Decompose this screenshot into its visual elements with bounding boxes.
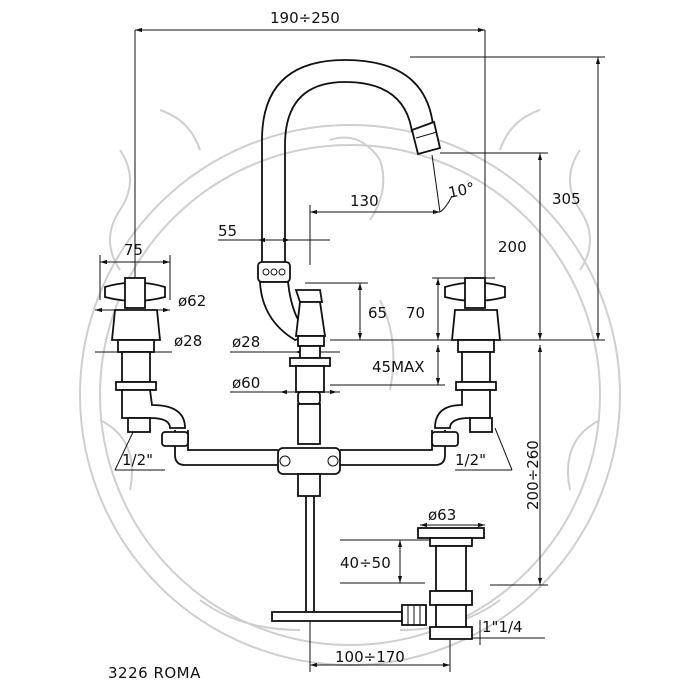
dim-diameter-28-left: ø28 (174, 332, 202, 350)
dimension-labels: 190÷250 75 55 130 10° 305 200 70 65 ø62 … (122, 9, 581, 666)
dim-diameter-62: ø62 (178, 292, 206, 310)
spout (261, 59, 442, 262)
dim-diameter-28-center: ø28 (232, 333, 260, 351)
center-body (257, 261, 341, 497)
model-title: 3226 ROMA (108, 664, 201, 682)
dimension-lines (95, 27, 605, 672)
dim-200-260: 200÷260 (524, 440, 542, 510)
dim-diameter-60: ø60 (232, 374, 260, 392)
dim-40-50: 40÷50 (340, 554, 391, 572)
dim-55: 55 (218, 222, 237, 240)
dim-45-max: 45MAX (372, 358, 425, 376)
dim-305: 305 (552, 190, 581, 208)
dim-65: 65 (368, 304, 387, 322)
connecting-pipes (161, 430, 459, 466)
dim-75: 75 (124, 241, 143, 259)
dim-190-250: 190÷250 (270, 9, 340, 27)
dim-half-inch-right: 1/2" (455, 451, 486, 469)
dim-130: 130 (350, 192, 379, 210)
pop-up-drain (401, 527, 485, 640)
dim-100-170: 100÷170 (335, 648, 405, 666)
left-handle (104, 277, 186, 433)
dim-diameter-63: ø63 (428, 506, 456, 524)
dim-half-inch-left: 1/2" (122, 451, 153, 469)
dim-1-1-4-inch: 1"1/4 (482, 618, 523, 636)
dim-10-degree: 10° (447, 179, 477, 202)
right-handle (434, 277, 506, 433)
dim-200: 200 (498, 238, 527, 256)
dim-70: 70 (406, 304, 425, 322)
